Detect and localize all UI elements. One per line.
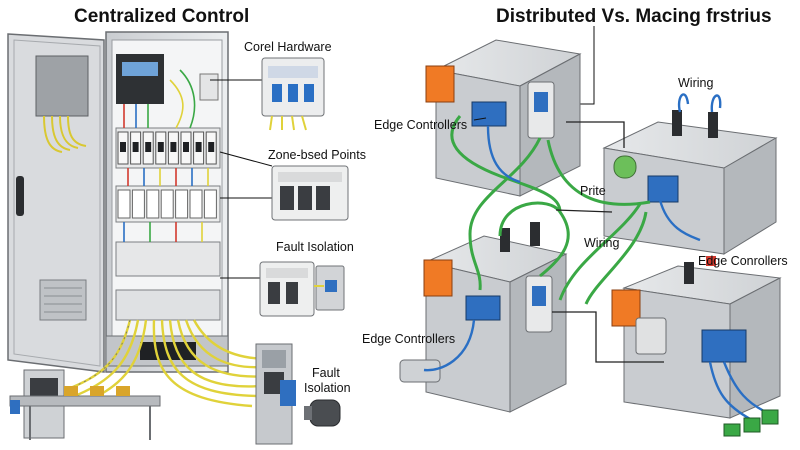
terminal-block bbox=[189, 189, 203, 219]
core-hardware-breaker-icon bbox=[261, 57, 325, 131]
label-fault-isolation-2b: Isolation bbox=[304, 381, 351, 395]
green-connectors bbox=[723, 409, 779, 437]
label-edge-controllers-1: Edge Controllers bbox=[374, 118, 468, 132]
breaker-switch bbox=[157, 142, 164, 152]
label-wiring-top: Wiring bbox=[678, 76, 714, 90]
door-handle-icon bbox=[16, 176, 24, 216]
terminal-block bbox=[160, 189, 174, 219]
terminal-block bbox=[203, 189, 217, 219]
press-machine-icon bbox=[255, 343, 296, 445]
fault-isolation-breaker-icon bbox=[259, 261, 345, 317]
terminal-block bbox=[146, 189, 160, 219]
panel-devices bbox=[399, 81, 667, 383]
label-prite: Prite bbox=[580, 184, 606, 198]
junction-box-b-icon bbox=[602, 121, 778, 255]
label-wiring-mid: Wiring bbox=[584, 236, 620, 250]
breaker-switch bbox=[170, 142, 177, 152]
right-panel-title: Distributed Vs. Macing frstrius bbox=[496, 6, 772, 27]
label-fault-isolation-2a: Fault bbox=[312, 366, 340, 380]
terminal-block bbox=[117, 189, 131, 219]
green-cables bbox=[450, 115, 651, 305]
label-edge-controllers-2: Edge Conrollers bbox=[698, 254, 788, 268]
zone-breaker-icon bbox=[271, 165, 349, 221]
orange-device-icons bbox=[423, 65, 641, 327]
left-panel-title: Centralized Control bbox=[74, 6, 250, 27]
cabinet-door bbox=[7, 33, 105, 373]
edge-controller-icons bbox=[465, 101, 747, 363]
breaker-switch bbox=[183, 142, 189, 152]
label-core-hardware: Corel Hardware bbox=[244, 40, 332, 54]
connector-posts bbox=[500, 110, 718, 284]
label-edge-controllers-3: Edge Controllers bbox=[362, 332, 456, 346]
breaker-modules bbox=[117, 131, 217, 219]
conveyor-machine-icon bbox=[9, 369, 161, 440]
breaker-switch bbox=[132, 142, 139, 152]
label-fault-isolation-1: Fault Isolation bbox=[276, 240, 354, 254]
title-pointer bbox=[578, 26, 595, 105]
breaker-switch bbox=[208, 142, 215, 152]
label-zone-points: Zone-bsed Points bbox=[268, 148, 366, 162]
callout-lines bbox=[210, 79, 273, 279]
terminal-block bbox=[131, 189, 145, 219]
black-wires bbox=[552, 121, 664, 363]
breaker-switch bbox=[120, 142, 126, 152]
terminal-block bbox=[175, 189, 189, 219]
motor-icon bbox=[304, 399, 341, 427]
breaker-switch bbox=[145, 142, 152, 152]
door-plc-module bbox=[35, 55, 89, 117]
breaker-switch bbox=[195, 142, 202, 152]
